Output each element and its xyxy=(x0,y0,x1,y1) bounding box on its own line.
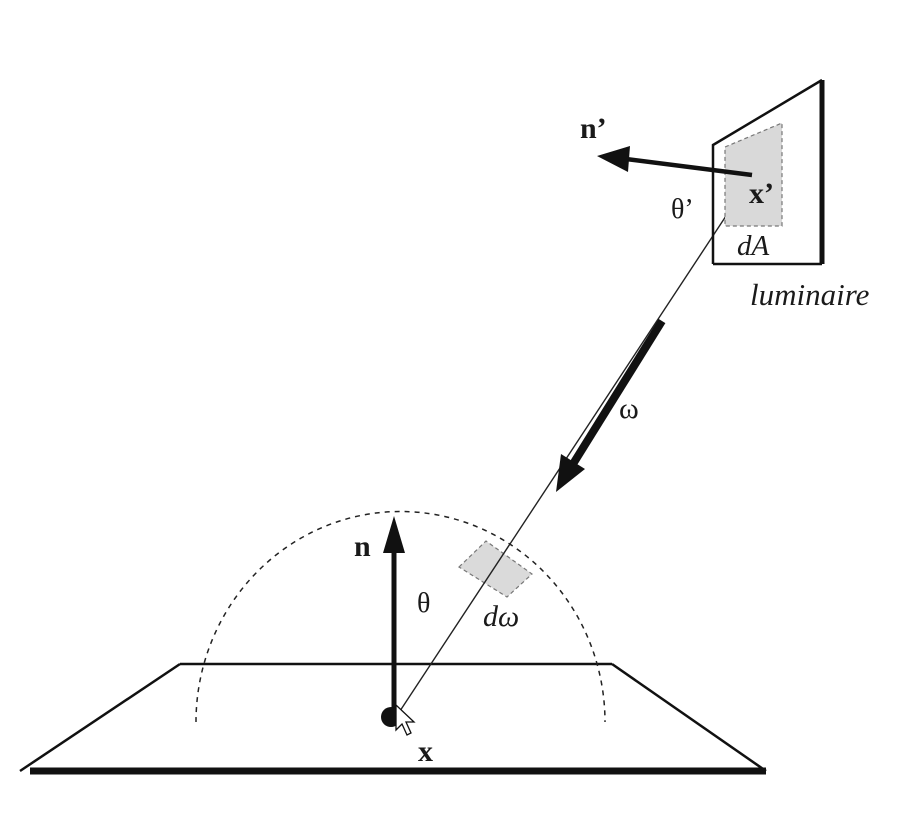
label-n-prime: n’ xyxy=(580,112,607,145)
label-dA: dA xyxy=(737,230,770,262)
solid-angle-patch xyxy=(458,540,533,598)
direction-arrow xyxy=(556,318,666,492)
cursor-pointer-icon xyxy=(395,703,416,736)
incident-ray xyxy=(395,174,754,718)
label-omega: ω xyxy=(619,392,639,425)
luminaire-panel xyxy=(711,78,825,266)
label-d-omega: dω xyxy=(483,600,519,633)
label-theta: θ xyxy=(417,588,430,619)
label-theta-prime: θ’ xyxy=(671,194,694,225)
label-luminaire: luminaire xyxy=(750,277,870,312)
luminaire-normal-arrow xyxy=(597,146,753,178)
label-x-prime: x’ xyxy=(749,177,774,210)
label-n: n xyxy=(354,530,371,563)
area-element xyxy=(724,122,783,227)
label-x: x xyxy=(418,735,433,768)
hemisphere xyxy=(195,510,606,723)
surface-normal-arrow xyxy=(383,516,405,716)
